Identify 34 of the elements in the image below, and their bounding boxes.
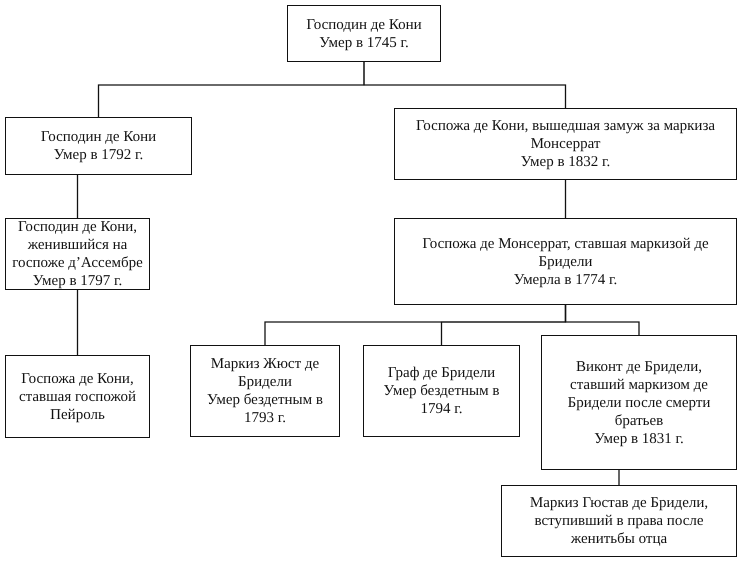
person-box [5, 218, 150, 290]
death-note: Умер в 1832 г. [520, 153, 610, 171]
person-description: Госпожа де Кони, вышедшая замуж за маркиза Монсеррат [414, 117, 716, 153]
death-note: Умер бездетным в 1793 г. [206, 391, 324, 427]
death-note: Умерла в 1774 г. [514, 270, 618, 288]
death-note: Умер в 1792 г. [54, 146, 144, 164]
person-box [5, 355, 150, 438]
person-box [394, 108, 737, 180]
connector-line [564, 180, 566, 218]
person-description: Граф де Бридели [388, 364, 496, 382]
death-note: Умер в 1831 г. [594, 430, 684, 448]
person-description: Господин де Кони [40, 128, 156, 146]
death-note: Умер бездетным в 1794 г. [382, 382, 500, 418]
connector-line [76, 290, 78, 355]
person-box [5, 117, 192, 175]
person-box [541, 335, 737, 470]
person-box [394, 218, 737, 305]
person-box [287, 5, 441, 62]
connector-line [564, 305, 640, 335]
person-description: Госпожа де Монсеррат, ставшая маркизой де Бридели [421, 234, 710, 270]
person-description: Маркиз Гюстав де Бридели, вступивший в права после женитьбы отца [528, 494, 710, 548]
connector-line [363, 62, 566, 108]
death-note: Умер в 1745 г. [319, 34, 409, 52]
death-note: Умер в 1797 г. [32, 272, 122, 290]
person-box [501, 485, 737, 557]
person-box [363, 345, 520, 437]
person-description: Госпожа де Кони, ставшая госпожой Пейроль [18, 370, 137, 424]
person-description: Господин де Кони, женившийся на госпоже д’Ассембре [12, 218, 143, 272]
person-box [190, 345, 340, 437]
connector-line [618, 470, 620, 485]
person-description: Виконт де Бридели, ставший маркизом де Бридели после смерти братьев [566, 358, 712, 430]
person-description: Господин де Кони [306, 16, 422, 34]
connector-line [76, 175, 78, 218]
person-description: Маркиз Жюст де Бридели [210, 355, 320, 391]
